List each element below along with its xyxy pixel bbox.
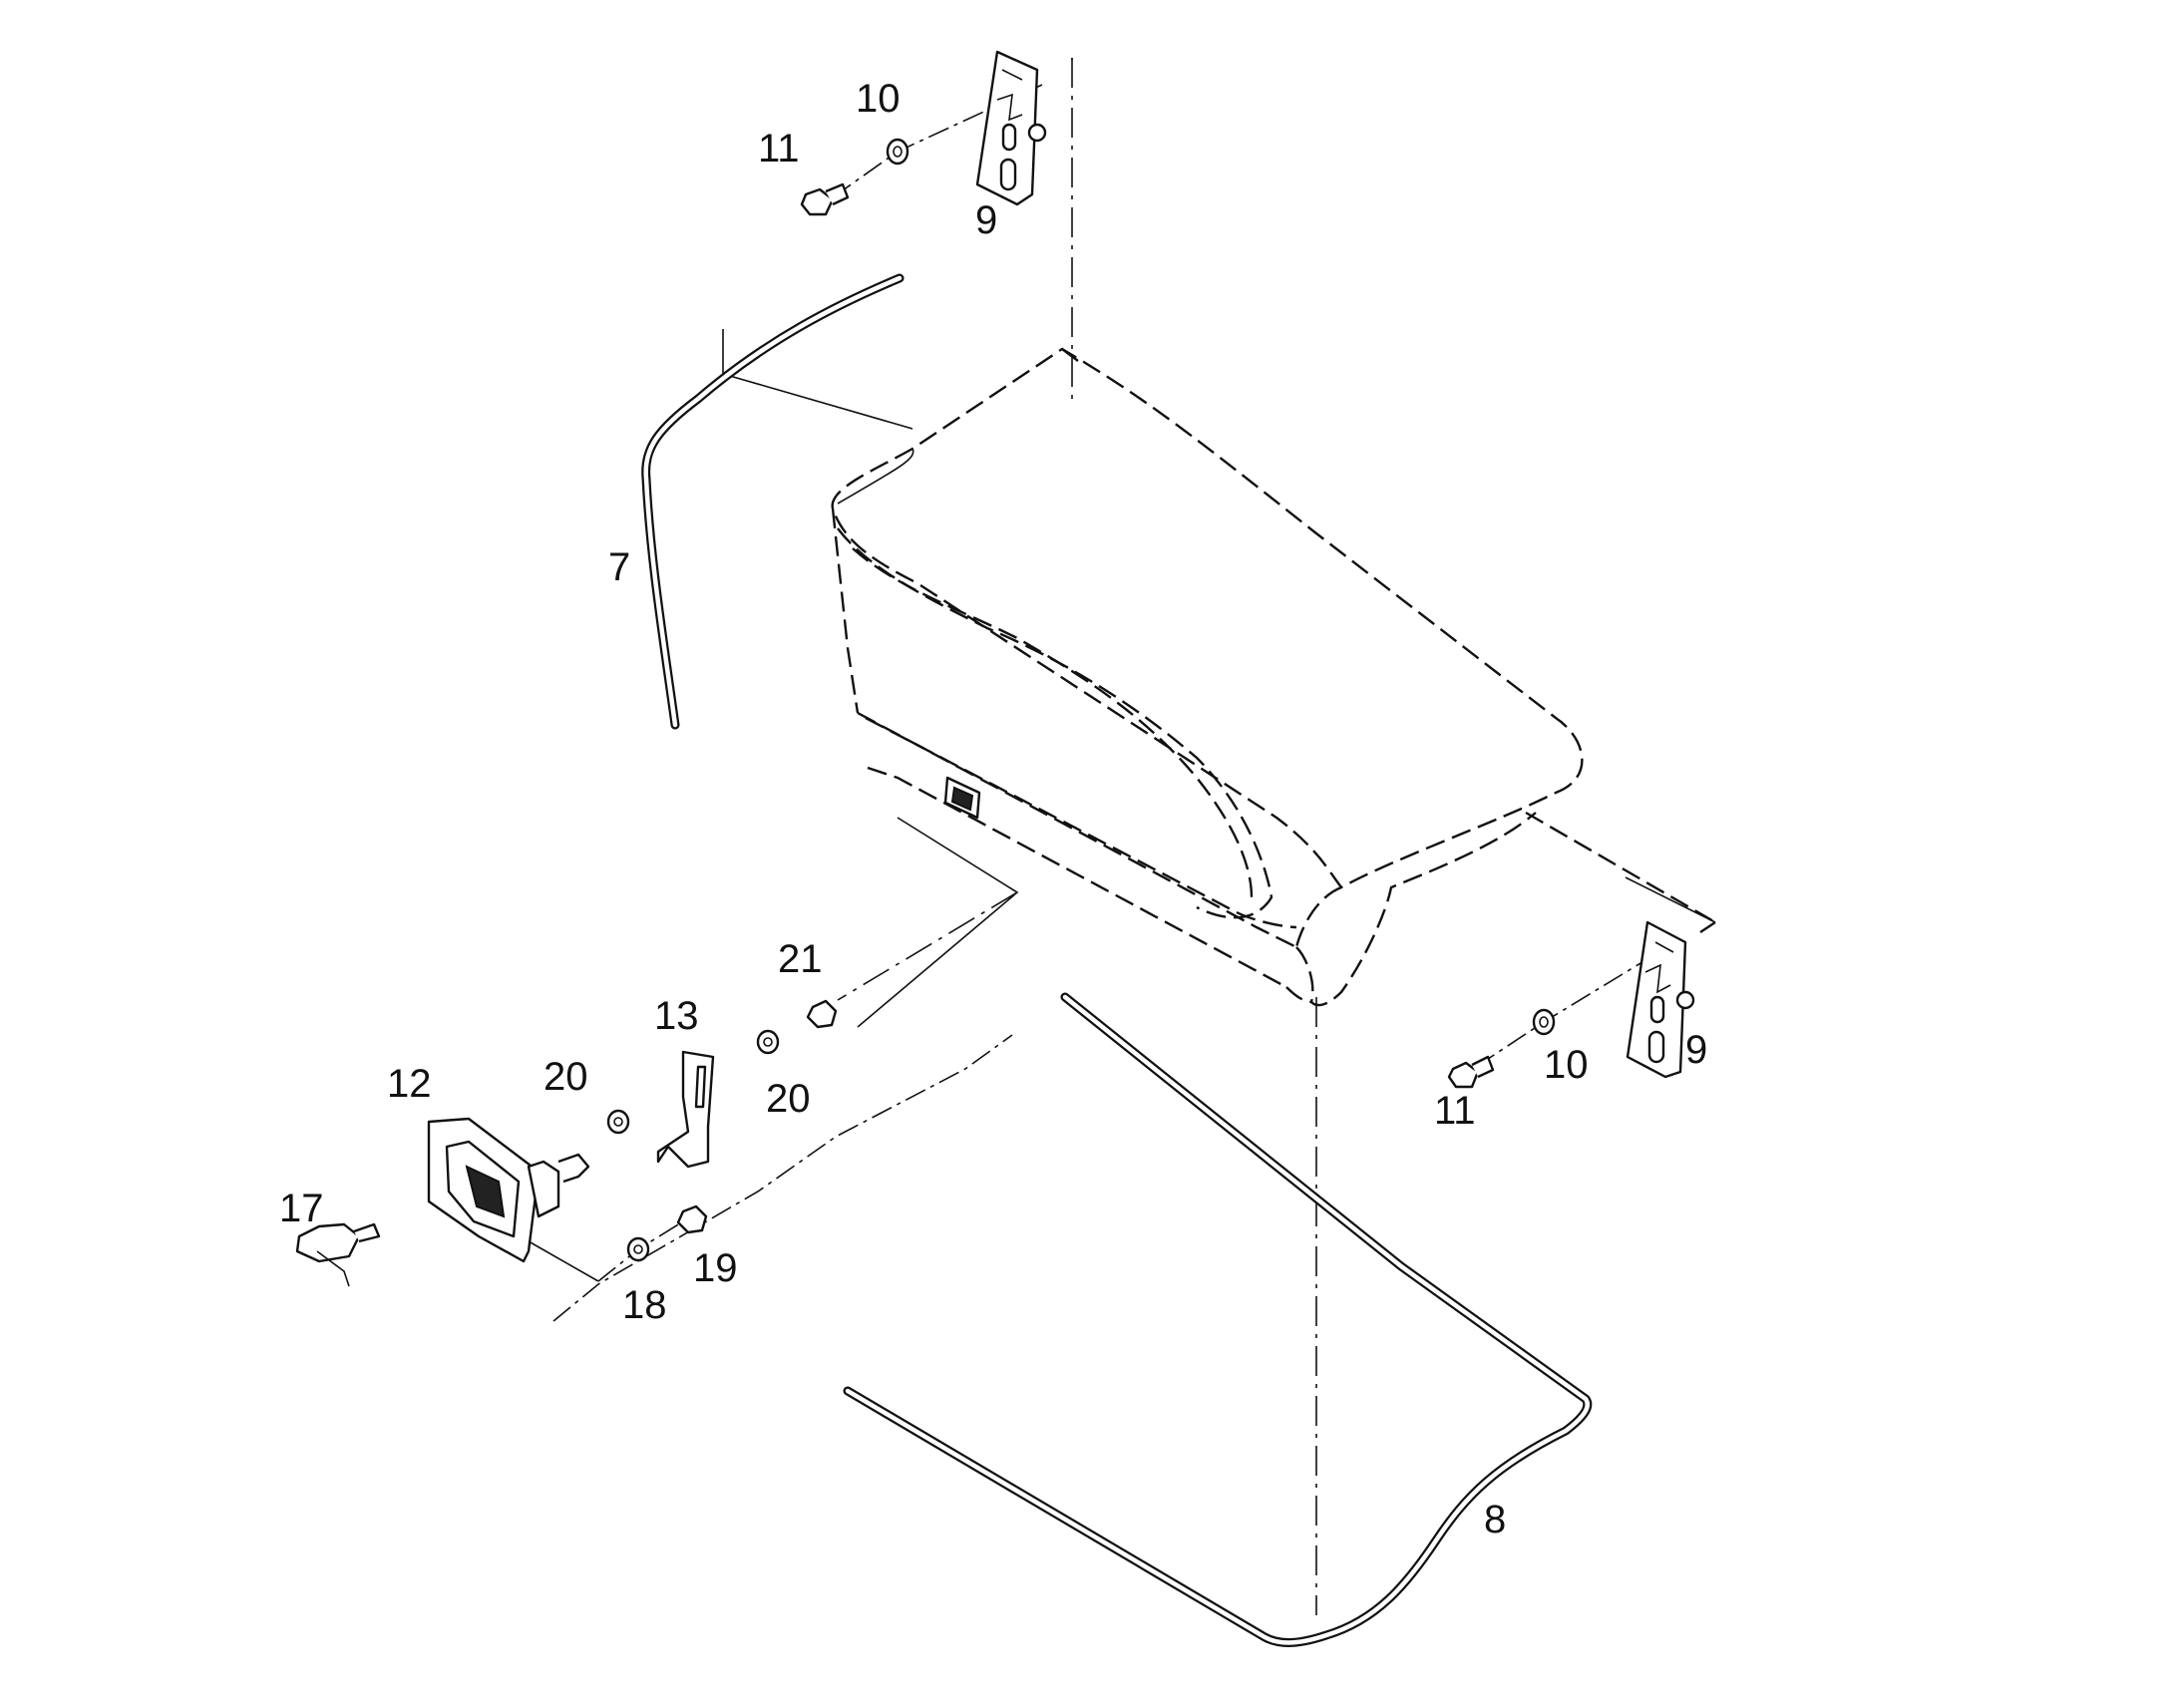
callout-9-right: 9 [1685, 1028, 1707, 1072]
callout-7: 7 [608, 545, 630, 589]
right-hinge-assembly [1447, 920, 1695, 1089]
callout-8: 8 [1484, 1498, 1506, 1541]
callout-20-left: 20 [544, 1055, 588, 1099]
callout-12: 12 [387, 1062, 432, 1106]
top-hinge-assembly [800, 50, 1047, 216]
callout-17: 17 [279, 1187, 324, 1230]
callout-13: 13 [654, 994, 699, 1038]
callout-21: 21 [778, 937, 823, 981]
callout-11-right: 11 [1434, 1089, 1476, 1133]
lock-assembly [295, 776, 1013, 1322]
callout-19: 19 [693, 1246, 738, 1290]
callout-11-top: 11 [758, 127, 800, 171]
callout-20-right: 20 [766, 1077, 811, 1121]
callout-9-top: 9 [975, 198, 997, 242]
callout-18: 18 [622, 1283, 667, 1327]
storage-box-body [831, 347, 1716, 1007]
alignment-lines [722, 58, 1716, 1615]
callout-10-right: 10 [1544, 1043, 1589, 1087]
callout-labels: 7 8 9 9 10 10 11 11 12 13 17 18 19 20 20… [279, 77, 1707, 1541]
rubber-seal-7 [641, 273, 905, 730]
callout-10-top: 10 [856, 77, 901, 121]
rubber-seal-8 [843, 992, 1593, 1647]
